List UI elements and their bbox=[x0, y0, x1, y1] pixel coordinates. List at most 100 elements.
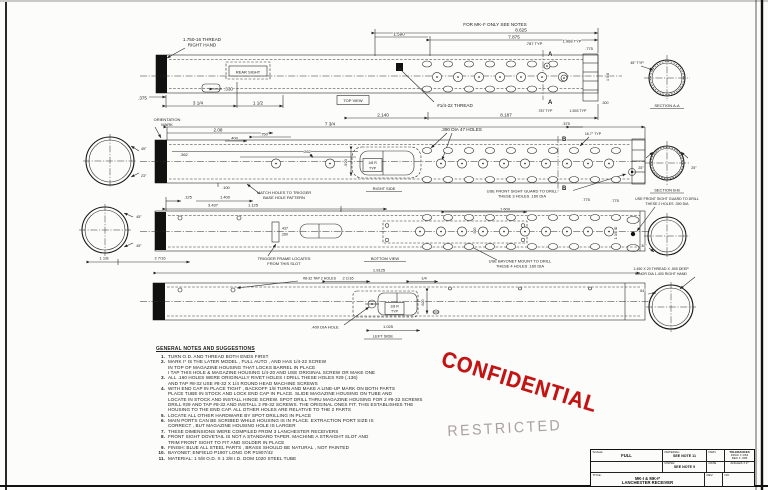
dim-750: .750 bbox=[260, 132, 269, 137]
hole-row bbox=[432, 72, 568, 82]
sight-tab bbox=[201, 83, 221, 93]
dim-375-left: .375 bbox=[138, 96, 147, 101]
notes-title: GENERAL NOTES AND SUGGESTIONS bbox=[156, 346, 255, 352]
marker-b-top: B bbox=[562, 137, 567, 143]
general-notes: GENERAL NOTES AND SUGGESTIONS 1.TURN O.D… bbox=[156, 346, 466, 461]
dim-787-typ-bot: .787 TYP bbox=[538, 109, 554, 113]
orientation-2: MARK bbox=[161, 122, 173, 127]
tol-angles-cell: ANGLES ± 2° bbox=[725, 462, 754, 472]
rear-sight-label: REAR SIGHT bbox=[236, 70, 261, 75]
hole bbox=[485, 85, 495, 93]
thread-hole bbox=[396, 63, 403, 71]
hole bbox=[422, 60, 432, 68]
hole-center bbox=[546, 65, 548, 67]
top-view-label: TOP VIEW bbox=[343, 98, 363, 103]
dim-330: .330 bbox=[224, 87, 233, 92]
hole bbox=[611, 147, 621, 154]
hole-center bbox=[587, 230, 589, 233]
note-item: 6.MAIN PORTS CAN BE SCRIBED WHILE HOUSIN… bbox=[160, 418, 374, 429]
dim-260: .260 bbox=[281, 233, 288, 237]
hole-center bbox=[608, 162, 610, 165]
muzzle-flange bbox=[582, 53, 599, 102]
hole bbox=[569, 176, 579, 183]
hole bbox=[611, 214, 621, 221]
hole bbox=[520, 237, 526, 243]
date-cell: DATE bbox=[707, 461, 725, 472]
bottom-view-label: BOTTOM VIEW bbox=[371, 256, 400, 261]
dim-1590: 1.590 bbox=[393, 32, 405, 37]
dim-620: .620 bbox=[421, 300, 425, 307]
hole bbox=[548, 214, 558, 221]
magazine-opening bbox=[299, 223, 343, 239]
mk-note: FOR MK-I* ONLY SEE NOTES bbox=[463, 22, 526, 27]
trigger-2: FROM THIS SLOT bbox=[267, 261, 301, 266]
finish-cell: FINISH: SEE NOTE 9 bbox=[663, 461, 707, 472]
dim-775-b: .775 bbox=[611, 198, 620, 203]
hole-row bbox=[422, 147, 621, 154]
hole-row bbox=[422, 214, 621, 221]
trigger-1: TRIGGER FRAME LOCATES bbox=[258, 256, 311, 261]
note-item: 11.MATERIAL: 1 5/8 O.D. X 1 3/8 I.D. DOM… bbox=[158, 455, 297, 461]
hole bbox=[464, 176, 474, 183]
end-circle-4: 64° bbox=[640, 276, 696, 332]
hole-center bbox=[478, 76, 480, 78]
guard3-2: THESE 3 HOLES .160 DIA bbox=[498, 194, 546, 199]
deg-45-bot: 45° bbox=[136, 244, 142, 248]
dim-375-mid: .375 bbox=[562, 121, 571, 126]
hole-center bbox=[541, 76, 543, 78]
hole bbox=[443, 176, 453, 183]
scale-value: FULL bbox=[621, 452, 632, 458]
hole-row bbox=[422, 243, 621, 250]
dim-1600: 1.600 bbox=[500, 207, 511, 212]
dia-400-hole: .400 DIA HOLE bbox=[311, 325, 339, 330]
hole bbox=[485, 147, 495, 154]
dim-1-3-8-id: 1 3/8 ID bbox=[614, 226, 618, 239]
marker-a-top: A bbox=[548, 52, 553, 58]
hole-center bbox=[503, 230, 505, 233]
hole bbox=[485, 176, 495, 183]
hole-center bbox=[587, 162, 589, 165]
dim-2-1-16: 2 1/16 bbox=[342, 276, 354, 281]
dim-19125: 1.9125 bbox=[373, 268, 386, 273]
thread-note-1: 1.750-16 THREAD bbox=[183, 37, 222, 42]
hole bbox=[384, 237, 390, 243]
title-cell: TITLE: MK-I & MK-I* LANCHESTER RECEIVER bbox=[591, 473, 705, 486]
hole bbox=[384, 223, 390, 228]
hole bbox=[527, 214, 537, 221]
deg-64: 64° bbox=[640, 289, 646, 293]
marker-a-bottom: A bbox=[548, 100, 553, 106]
hole-row bbox=[560, 74, 568, 82]
hole-center bbox=[329, 162, 331, 165]
r-typ-1b: 1/8 R bbox=[390, 305, 399, 309]
hole-center bbox=[419, 230, 421, 233]
hole-center bbox=[545, 230, 547, 233]
hole bbox=[527, 243, 537, 250]
hole bbox=[464, 60, 474, 68]
hole bbox=[506, 176, 516, 183]
hole-center bbox=[461, 162, 463, 165]
deg-25-right: 25° bbox=[691, 166, 697, 170]
hole bbox=[177, 287, 183, 293]
scale-cell: SCALE: FULL bbox=[591, 450, 663, 461]
title-label: TITLE: bbox=[592, 473, 602, 477]
housing-outline bbox=[352, 290, 419, 318]
title-line1: MK-I & MK-I* bbox=[634, 475, 661, 481]
view-left-side: 1.9125 #8-32 TAP 2 HOLES 2 1/16 1/4 1/8 … bbox=[140, 267, 650, 340]
dim-262: .262 bbox=[303, 149, 312, 154]
dia-390-holes: .390 DIA 47 HOLES bbox=[441, 127, 482, 132]
blank-cell bbox=[591, 461, 663, 472]
hole-center bbox=[566, 162, 568, 165]
hole bbox=[485, 214, 495, 221]
dim-100: .100 bbox=[222, 185, 231, 190]
note-item: 7.THESE DIMENSIONS WERE COMPILED FROM 3 … bbox=[160, 428, 339, 434]
deg-25-left: 25° bbox=[638, 166, 644, 170]
note-item: 8.FRONT SIGHT DOVETAIL IS NOT A STANDARD… bbox=[160, 434, 369, 445]
hole bbox=[443, 60, 453, 68]
hole bbox=[548, 85, 558, 93]
dim-8625: 8.625 bbox=[515, 28, 527, 33]
hole-row bbox=[422, 60, 558, 68]
dim-1-1-8: 1 1/8 bbox=[100, 256, 110, 261]
hole bbox=[230, 287, 236, 293]
